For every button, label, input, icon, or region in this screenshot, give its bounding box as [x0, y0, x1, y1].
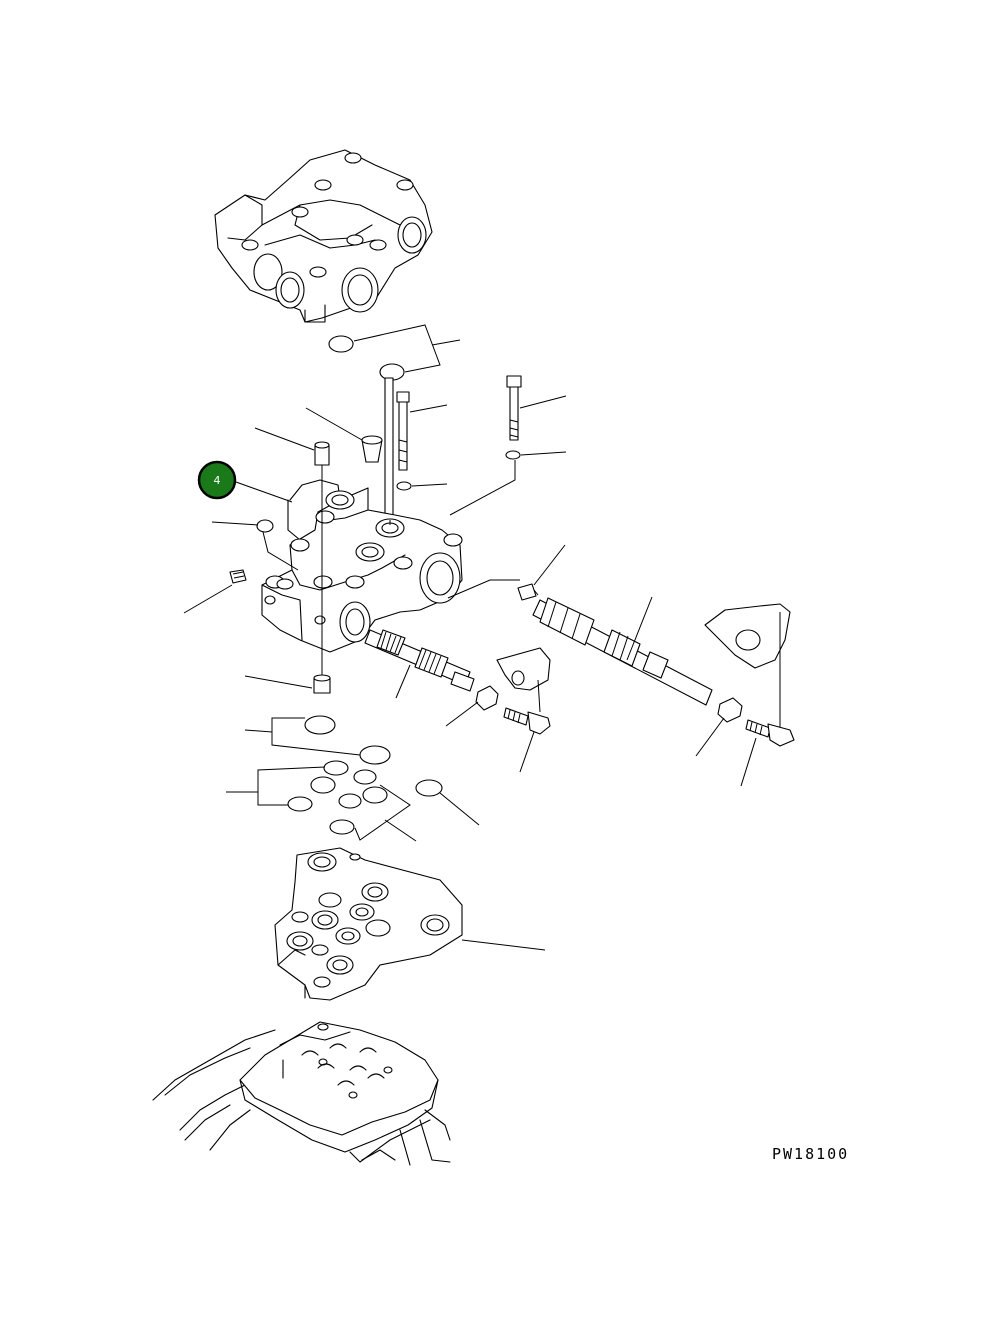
nut-right [695, 697, 743, 757]
small-washer [396, 481, 448, 491]
lever-bracket [496, 647, 551, 713]
washer-right [505, 450, 567, 460]
spool-right [517, 544, 713, 706]
clip-left [503, 707, 551, 773]
top-housing [214, 149, 433, 323]
callout-4-label: 4 [214, 474, 221, 487]
spool-left [364, 629, 475, 699]
clip-right [740, 719, 795, 787]
gasket-set [226, 715, 480, 842]
set-screw-left [183, 569, 247, 614]
bolt-middle [396, 391, 448, 471]
plug-left [254, 427, 330, 466]
valve-body-leaders [211, 460, 520, 599]
transmission-case [152, 1021, 451, 1166]
bolt-right [506, 375, 567, 441]
plug-bottom [244, 674, 331, 694]
plug-tapered [305, 407, 383, 463]
lower-plate [274, 847, 546, 1001]
bolt-long-left [384, 377, 394, 521]
callout-4[interactable]: 4 [197, 460, 293, 503]
nut-left [445, 685, 499, 727]
top-gaskets [328, 324, 461, 381]
cam-plate [704, 603, 791, 730]
drawing-id: PW18100 [772, 1145, 850, 1163]
valve-body [261, 465, 463, 680]
